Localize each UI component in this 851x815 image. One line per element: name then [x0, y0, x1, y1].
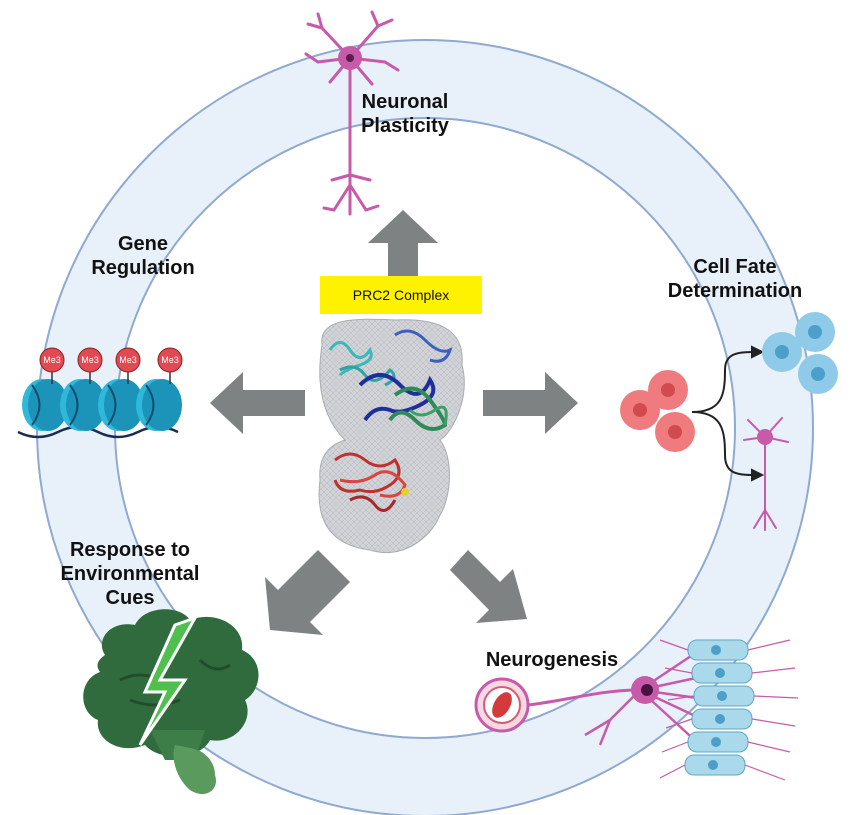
label-neuronal-plasticity: Neuronal Plasticity [345, 90, 465, 138]
me3-mark: Me3 [43, 355, 61, 365]
label-gene-regulation: Gene Regulation [78, 232, 208, 280]
arrow-left [210, 372, 305, 434]
arrow-down-left [265, 550, 350, 635]
label-cell-fate: Cell Fate Determination [640, 255, 830, 303]
differentiated-cell-icon [762, 312, 838, 394]
label-line: Neuronal [361, 91, 449, 113]
label-line: Gene [117, 233, 169, 255]
label-response-environmental-cues: Response to Environmental Cues [40, 538, 220, 610]
small-neuron-icon [743, 417, 789, 531]
me3-mark: Me3 [161, 355, 179, 365]
stem-cell-icon [620, 370, 695, 452]
me3-mark: Me3 [81, 355, 99, 365]
arrow-down-right [450, 550, 527, 623]
label-line: Environmental [60, 563, 200, 585]
me3-mark: Me3 [119, 355, 137, 365]
prc2-complex-title: PRC2 Complex [352, 287, 450, 303]
lightning-icon [138, 615, 199, 746]
label-line: Cell Fate [693, 256, 777, 278]
label-line: Regulation [91, 257, 195, 279]
label-line: Determination [667, 280, 803, 302]
blood-vessel-icon [474, 677, 530, 733]
protein-structure-icon [318, 318, 465, 554]
arrows [210, 210, 578, 635]
neuron-nucleus [346, 54, 354, 62]
label-line: Neurogenesis [485, 649, 619, 671]
label-line: Plasticity [361, 115, 449, 137]
label-line: Cues [105, 587, 155, 609]
label-line: Response to [69, 539, 191, 561]
branch-arrow [691, 345, 765, 482]
arrow-right [483, 372, 578, 434]
top-neuron-icon [304, 10, 400, 216]
arrow-up [368, 210, 438, 278]
label-neurogenesis: Neurogenesis [462, 648, 642, 672]
prc2-complex-label: PRC2 Complex [320, 276, 482, 314]
nucleosome-icon: Me3 Me3 Me3 Me3 [17, 347, 183, 439]
radial-glia-neuron-icon [527, 639, 799, 781]
